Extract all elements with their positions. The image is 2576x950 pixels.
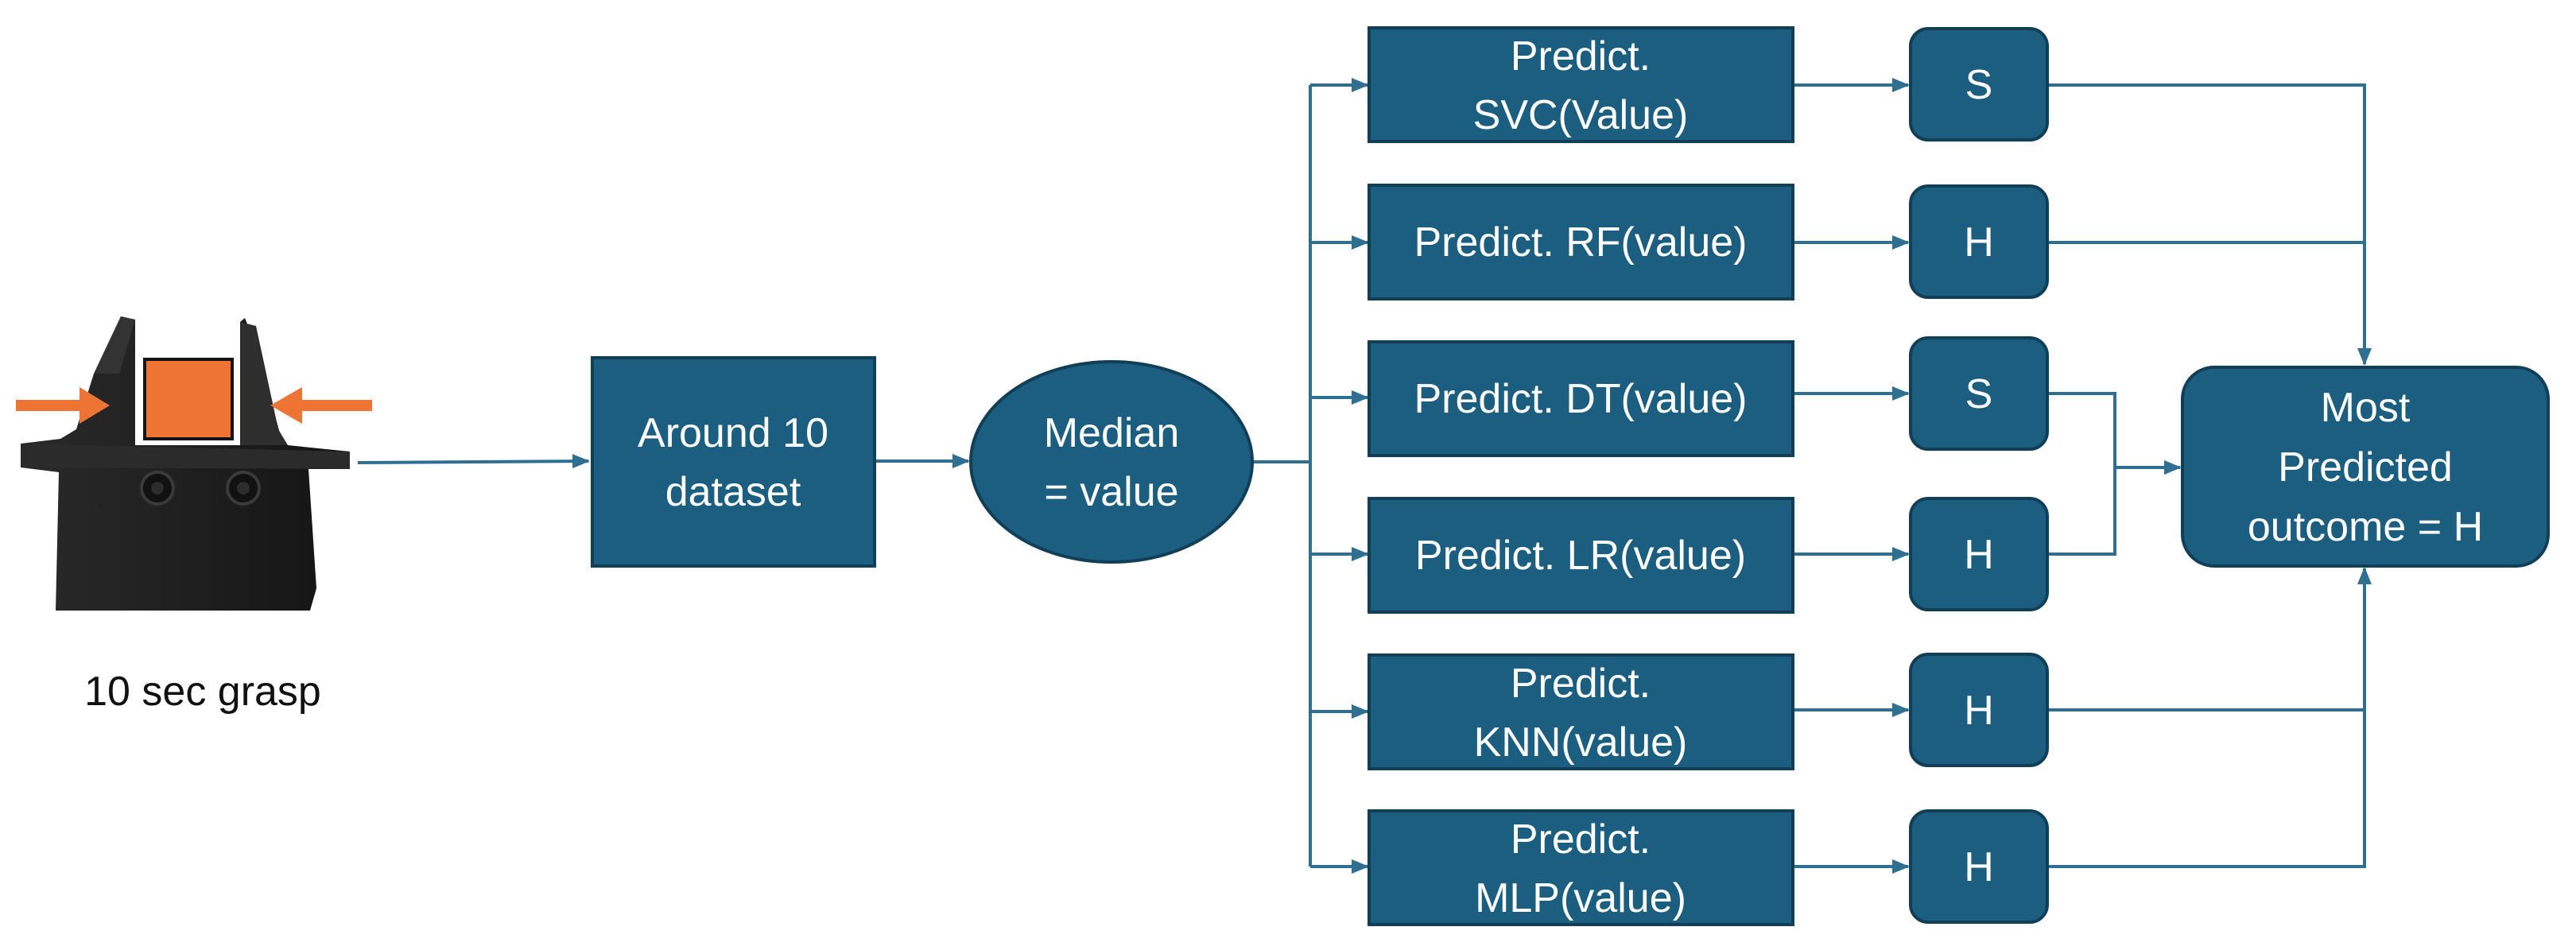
model-label-line-2: MLP(value) [1475,875,1686,921]
connectors [357,78,2372,874]
model-label-line-1: Predict. LR(value) [1415,533,1746,579]
outcome-line-1: Most [2321,385,2411,431]
result-label: S [1965,371,1993,417]
result-box-knn: H [1909,653,2049,767]
median-line-2: = value [1044,469,1178,515]
grasped-object [143,358,234,440]
result-label: H [1964,688,1994,734]
force-arrow-icon [16,387,372,424]
result-box-dt: S [1909,336,2049,451]
model-box-knn: Predict. KNN(value) [1368,653,1794,770]
model-label-line-1: Predict. RF(value) [1414,219,1748,266]
result-label: H [1964,532,1994,578]
outcome-line-2: Predicted [2278,444,2453,491]
result-box-rf: H [1909,184,2049,299]
model-box-lr: Predict. LR(value) [1368,497,1794,614]
model-label-line-2: KNN(value) [1474,719,1688,766]
median-line-1: Median [1044,410,1180,456]
dataset-line-1: Around 10 [638,410,828,456]
model-label-line-1: Predict. [1511,661,1651,707]
model-box-rf: Predict. RF(value) [1368,184,1794,301]
model-box-svc: Predict. SVC(Value) [1368,26,1794,143]
gripper-image [21,316,350,611]
outcome-box: Most Predicted outcome = H [2181,366,2550,568]
median-node: Median = value [969,360,1254,564]
result-label: H [1964,219,1994,266]
dataset-box: Around 10 dataset [591,356,876,568]
result-box-mlp: H [1909,809,2049,924]
model-label-line-1: Predict. [1511,816,1651,863]
grasp-caption: 10 sec grasp [84,669,321,715]
result-box-svc: S [1909,27,2049,142]
model-label-line-2: SVC(Value) [1473,92,1689,138]
result-label: S [1965,62,1993,108]
result-label: H [1964,844,1994,890]
model-box-mlp: Predict. MLP(value) [1368,809,1794,926]
model-label-line-1: Predict. [1511,33,1651,79]
result-box-lr: H [1909,497,2049,611]
outcome-line-3: outcome = H [2248,504,2483,550]
model-label-line-1: Predict. DT(value) [1414,376,1748,422]
dataset-line-2: dataset [665,469,801,515]
model-box-dt: Predict. DT(value) [1368,340,1794,457]
